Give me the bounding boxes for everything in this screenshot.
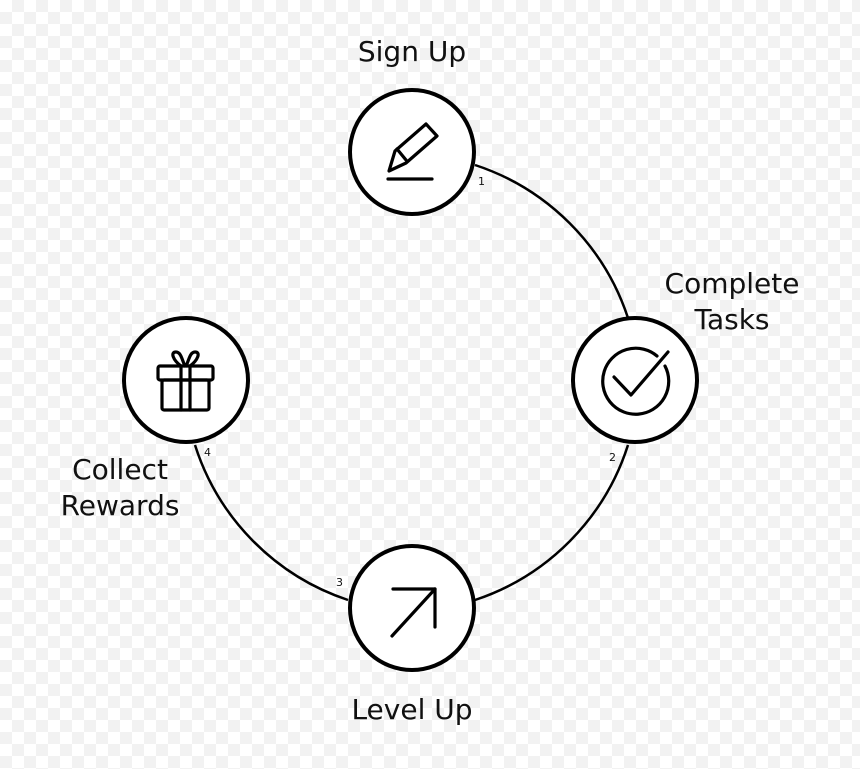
- step-number-4: 4: [204, 446, 211, 459]
- pencil-icon: [386, 122, 439, 181]
- step-complete-tasks-label-line1: Complete: [664, 267, 800, 300]
- step-collect-rewards-label-line2: Rewards: [60, 489, 180, 522]
- step-complete-tasks-label: Complete Tasks: [632, 266, 832, 338]
- step-complete-tasks-circle: [571, 316, 699, 444]
- gift-icon: [156, 350, 215, 412]
- step-collect-rewards-node: [122, 316, 250, 444]
- step-collect-rewards-label: Collect Rewards: [20, 452, 220, 524]
- step-sign-up-node: [348, 88, 476, 216]
- step-number-2: 2: [609, 451, 616, 464]
- step-sign-up-label: Sign Up: [357, 35, 467, 68]
- step-sign-up-circle: [348, 88, 476, 216]
- step-level-up-circle: [348, 544, 476, 672]
- step-number-3: 3: [336, 576, 343, 589]
- step-collect-rewards-label-line1: Collect: [72, 453, 168, 486]
- step-complete-tasks-label-line2: Tasks: [694, 303, 770, 336]
- cycle-arc-1-2: [474, 163, 630, 319]
- cycle-arc-3-4: [193, 444, 349, 602]
- step-complete-tasks-node: [571, 316, 699, 444]
- check-circle-icon: [601, 346, 671, 416]
- arrow-up-right-icon: [390, 587, 437, 638]
- step-number-1: 1: [478, 175, 485, 188]
- cycle-arc-2-3: [474, 444, 630, 602]
- step-level-up-label: Level Up: [351, 693, 473, 726]
- step-level-up-node: [348, 544, 476, 672]
